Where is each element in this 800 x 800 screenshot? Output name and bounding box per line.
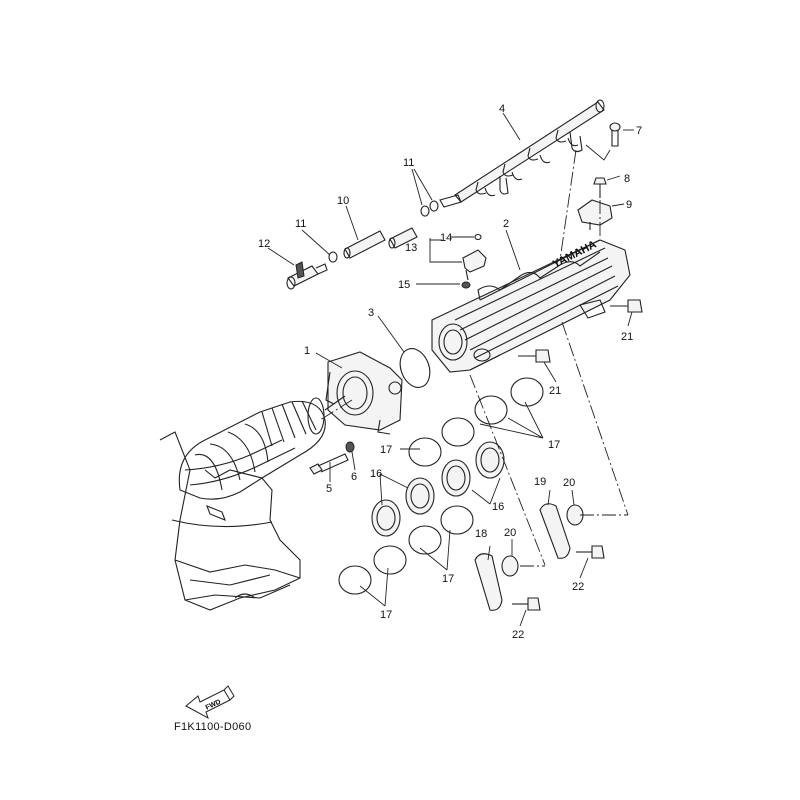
o-ring — [399, 348, 431, 388]
callout-14: 14 — [440, 232, 452, 244]
washer-6 — [345, 441, 355, 453]
callout-19: 19 — [534, 476, 546, 488]
callout-12: 12 — [258, 238, 270, 250]
bolt-22a — [576, 545, 605, 559]
callout-15: 15 — [398, 279, 410, 291]
o-ring-14 — [474, 233, 482, 241]
callout-20-upper: 20 — [563, 477, 575, 489]
callout-17-mid: 17 — [442, 573, 454, 585]
callout-7: 7 — [636, 125, 642, 137]
damper-20a — [501, 555, 519, 577]
clamp-11a — [328, 251, 338, 263]
intake-joints — [371, 441, 505, 537]
callout-9: 9 — [626, 199, 632, 211]
fuel-hose — [343, 227, 418, 259]
callout-21-lower: 21 — [549, 385, 561, 397]
airbox-assembly — [159, 431, 301, 611]
callout-8: 8 — [624, 173, 630, 185]
callout-17-upper-right: 17 — [548, 439, 560, 451]
callout-1: 1 — [304, 345, 310, 357]
bolt-21b — [518, 349, 551, 363]
intake-manifold: YAMAHA — [431, 238, 631, 373]
intake-duct — [178, 397, 326, 500]
leader-lines — [267, 112, 634, 627]
bracket-18 — [474, 553, 503, 611]
callout-11-left: 11 — [295, 218, 306, 230]
callout-6: 6 — [351, 471, 357, 483]
injector — [462, 249, 487, 281]
bolt-8 — [593, 177, 607, 198]
callout-2: 2 — [503, 218, 509, 230]
throttle-body — [324, 351, 403, 435]
callout-13: 13 — [405, 242, 417, 254]
seal-15 — [461, 281, 471, 289]
pressure-sensor — [577, 199, 613, 230]
bolt-7 — [609, 122, 621, 147]
callout-5: 5 — [326, 483, 332, 495]
bolt-22b — [512, 597, 541, 611]
callout-16-right: 16 — [492, 501, 504, 513]
fwd-arrow-icon: FWD — [185, 685, 235, 720]
callout-11-right: 11 — [403, 157, 414, 169]
callout-labels: 1 2 3 4 5 6 7 8 9 10 11 11 12 13 14 15 1… — [258, 103, 642, 641]
fitting-12 — [286, 261, 328, 290]
callout-20-lower: 20 — [504, 527, 516, 539]
clamp-11b — [420, 205, 430, 217]
callout-22-lower: 22 — [512, 629, 524, 641]
callout-18: 18 — [475, 528, 487, 540]
callout-17-lower: 17 — [380, 609, 392, 621]
bracket-19 — [539, 503, 571, 559]
callout-10: 10 — [337, 195, 349, 207]
hose-clamps — [338, 377, 544, 595]
assembly-lines — [319, 149, 629, 567]
callout-22-upper: 22 — [572, 581, 584, 593]
bolt-21a — [610, 299, 643, 313]
bolt-5 — [309, 453, 349, 475]
callout-17-upper-left: 17 — [380, 444, 392, 456]
callout-16-left: 16 — [370, 468, 382, 480]
diagram-reference-code: F1K1100-D060 — [174, 721, 252, 733]
callout-3: 3 — [368, 307, 374, 319]
callout-21-upper: 21 — [621, 331, 633, 343]
callout-4: 4 — [499, 103, 505, 115]
clamp-11c — [429, 200, 439, 212]
fuel-rail — [439, 99, 605, 208]
